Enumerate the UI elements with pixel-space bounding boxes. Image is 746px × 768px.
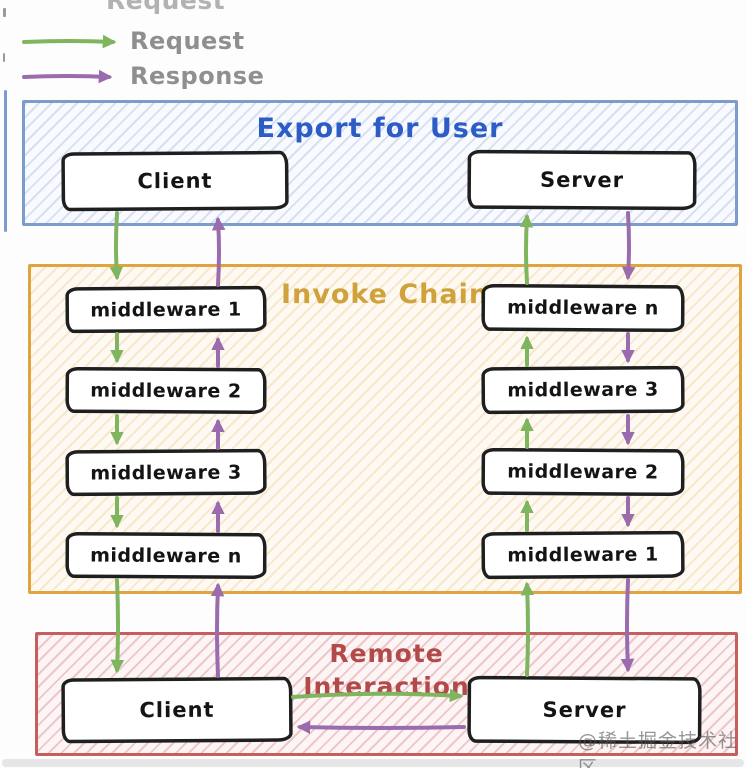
export-for-user-title: Export for User	[256, 113, 504, 144]
middleware-node-right-1: middleware 1	[481, 531, 685, 579]
middleware-label: middleware 2	[507, 460, 659, 484]
middleware-label: middleware n	[90, 544, 242, 567]
server-node-top: Server	[467, 150, 697, 210]
middleware-label: middleware n	[507, 296, 659, 320]
edge-tick-mark	[3, 8, 6, 17]
legend-response-arrow-icon	[22, 69, 113, 84]
middleware-node-right-n: middleware n	[481, 284, 685, 332]
legend-request-label: Request	[130, 27, 245, 55]
bottom-edge-strip	[2, 759, 744, 767]
client-node-bottom-label: Client	[139, 697, 215, 723]
middleware-node-right-2: middleware 2	[481, 448, 685, 496]
middleware-node-left-n: middleware n	[65, 532, 267, 579]
middleware-label: middleware 3	[507, 378, 659, 402]
clipped-request-label: Request	[106, 0, 226, 15]
server-node-top-label: Server	[539, 167, 625, 193]
middleware-node-left-3: middleware 3	[65, 449, 267, 496]
legend-response-label: Response	[130, 62, 265, 90]
cropped-frame-line	[4, 90, 7, 232]
middleware-node-left-1: middleware 1	[65, 286, 267, 333]
client-node-top: Client	[61, 151, 289, 211]
middleware-label: middleware 1	[90, 297, 242, 322]
remote-title-line1: Remote	[329, 639, 444, 668]
client-node-bottom: Client	[61, 677, 293, 743]
invoke-chain-title: Invoke Chain	[280, 279, 490, 310]
middleware-label: middleware 2	[90, 379, 242, 402]
server-node-bottom-label: Server	[542, 697, 627, 723]
middleware-node-right-3: middleware 3	[481, 366, 685, 414]
edge-tick-mark	[3, 53, 5, 62]
legend-request-arrow-icon	[22, 34, 117, 49]
watermark: @稀土掘金技术社区	[578, 730, 739, 768]
client-node-top-label: Client	[137, 168, 213, 194]
middleware-node-left-2: middleware 2	[65, 367, 267, 414]
middleware-label: middleware 1	[507, 543, 659, 567]
middleware-label: middleware 3	[90, 460, 242, 485]
